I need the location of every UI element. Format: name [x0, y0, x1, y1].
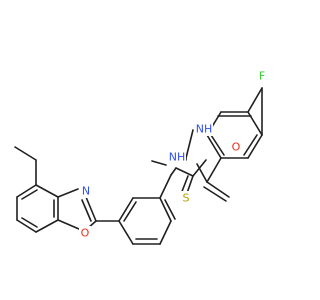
thiourea-nh-label: NH: [168, 150, 186, 164]
oxazole-nitrogen-symbol: N: [82, 185, 90, 198]
sulfur-label: S: [180, 191, 192, 205]
carbonyl-oxygen-symbol: O: [232, 141, 241, 154]
atom-labels: F O NH S NH N O: [79, 69, 268, 240]
molecule-structure: F O NH S NH N O: [14, 69, 268, 245]
oxazole-oxygen-label: O: [79, 226, 91, 240]
sulfur-symbol: S: [183, 192, 190, 205]
bond-lines: [14, 87, 263, 245]
fluorine-symbol: F: [259, 70, 265, 83]
oxazole-oxygen-symbol: O: [81, 227, 90, 240]
amide-nh-label: NH: [195, 122, 213, 136]
carbonyl-oxygen-label: O: [230, 140, 242, 154]
oxazole-nitrogen-label: N: [80, 184, 92, 198]
amide-nh-symbol: NH: [196, 123, 213, 136]
fluorine-label: F: [256, 69, 268, 83]
thiourea-nh-symbol: NH: [169, 151, 186, 164]
